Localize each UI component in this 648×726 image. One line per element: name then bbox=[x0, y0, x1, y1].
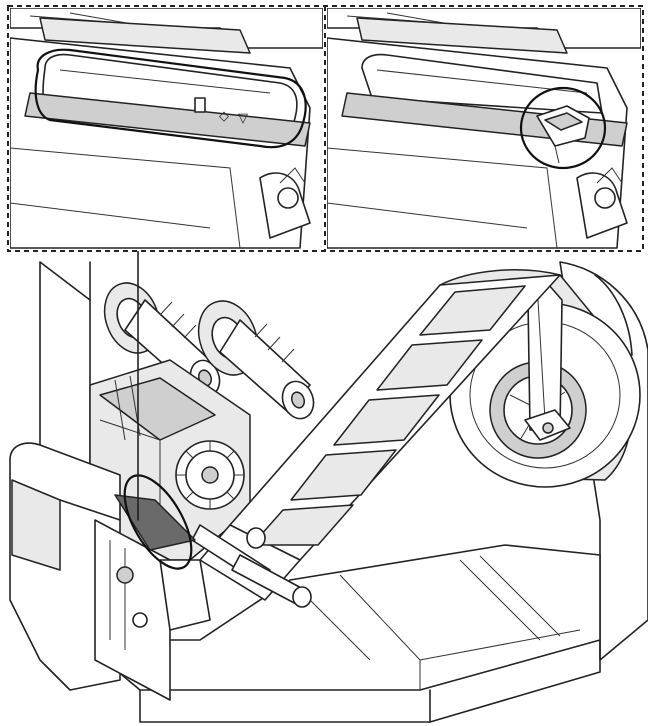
media-sensor-highlight bbox=[123, 474, 193, 570]
label-media-strip bbox=[199, 274, 561, 601]
sensor-arrow-marks: ◇ bbox=[219, 109, 229, 124]
ribbon-rewind-spindle bbox=[197, 300, 315, 420]
inset-right bbox=[327, 8, 641, 249]
media-guide-arm bbox=[524, 283, 571, 441]
head-release-knob bbox=[175, 440, 245, 510]
inset-left: ◇ ▽ bbox=[10, 8, 323, 249]
media-guide-bar bbox=[191, 524, 312, 608]
sensor-arrow-marks-2: ▽ bbox=[238, 111, 248, 126]
print-head-clamp bbox=[9, 442, 211, 701]
